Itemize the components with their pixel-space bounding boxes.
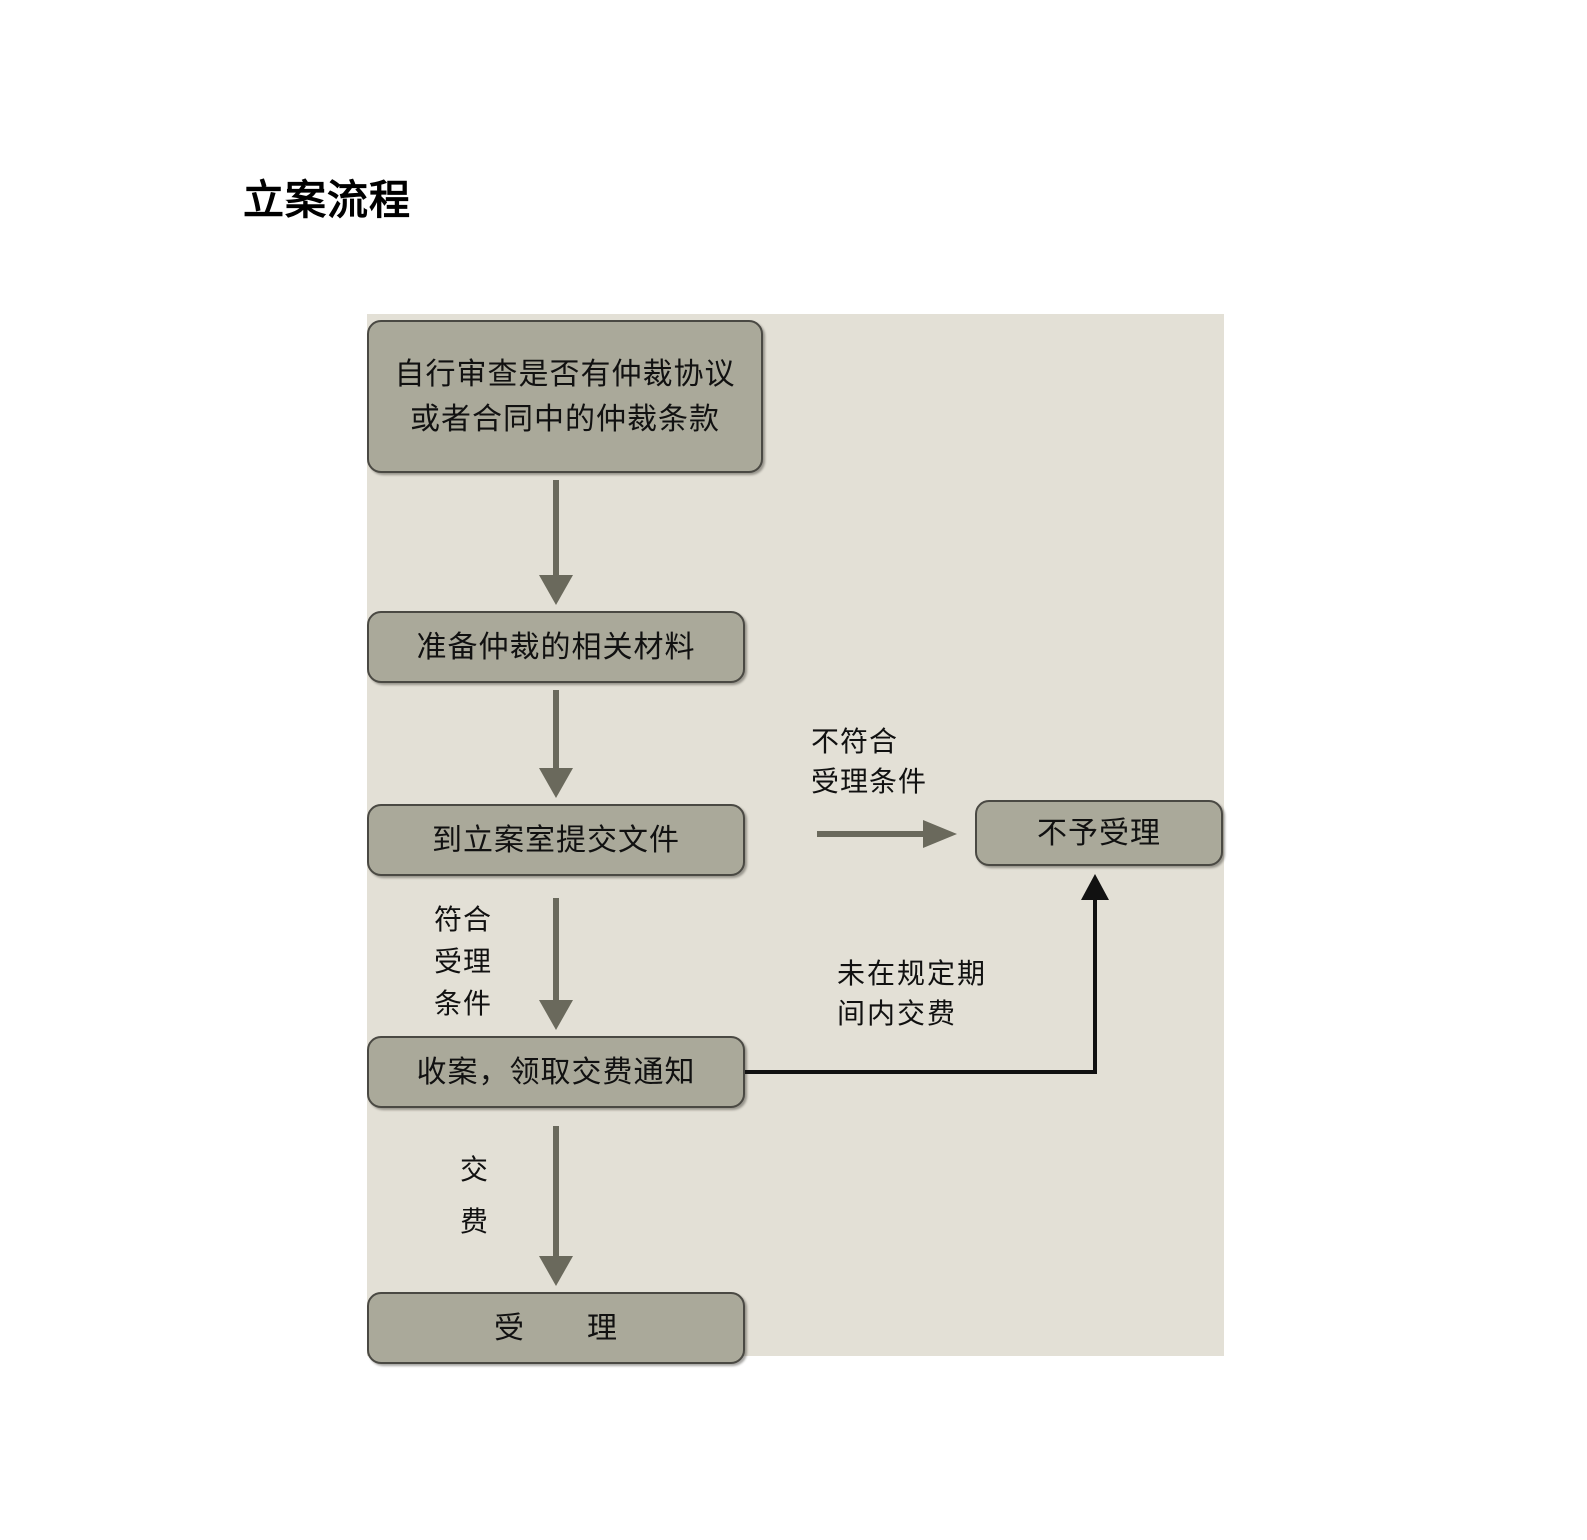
flow-node-receive-case: 收案，领取交费通知 (367, 1036, 745, 1108)
arrow-shaft-vertical (1093, 896, 1097, 1074)
flow-node-accept: 受 理 (367, 1292, 745, 1364)
flow-node-reject: 不予受理 (975, 800, 1223, 866)
arrow-head-right-icon (923, 820, 957, 848)
arrow-shaft (817, 831, 925, 837)
flow-node-prepare-materials: 准备仲裁的相关材料 (367, 611, 745, 683)
edge-label-unpaid-in-time: 未在规定期 间内交费 (837, 957, 988, 1030)
arrow-shaft-horizontal (745, 1070, 1097, 1074)
flow-node-self-review-label: 自行审查是否有仲裁协议 或者合同中的仲裁条款 (394, 356, 736, 437)
edge-label-not-meeting-conditions: 不符合 受理条件 (811, 725, 928, 798)
edge-label-meeting-conditions: 符合 受理 条件 (434, 903, 493, 1020)
flow-node-prepare-materials-label: 准备仲裁的相关材料 (416, 629, 696, 665)
arrow-receive-to-accept (539, 1126, 573, 1286)
arrow-head-down-icon (539, 768, 573, 798)
edge-label-pay-fee: 交 费 (460, 1153, 489, 1238)
arrow-head-down-icon (539, 1000, 573, 1030)
arrow-review-to-prepare (539, 480, 573, 605)
flowchart-canvas: 自行审查是否有仲裁协议 或者合同中的仲裁条款 准备仲裁的相关材料 到立案室提交文… (367, 314, 1224, 1364)
arrow-submit-to-receive (539, 898, 573, 1030)
flow-node-receive-case-label: 收案，领取交费通知 (416, 1054, 696, 1090)
flow-node-submit-documents-label: 到立案室提交文件 (432, 822, 680, 858)
flow-node-submit-documents: 到立案室提交文件 (367, 804, 745, 876)
arrow-shaft (553, 898, 559, 1000)
flow-node-accept-label: 受 理 (494, 1310, 618, 1346)
arrow-submit-to-reject (817, 820, 957, 848)
page-title: 立案流程 (243, 177, 411, 224)
arrow-head-down-icon (539, 1256, 573, 1286)
arrow-prepare-to-submit (539, 690, 573, 798)
arrow-shaft (553, 690, 559, 768)
arrow-receive-to-reject (745, 874, 1109, 1074)
arrow-head-up-icon (1081, 874, 1109, 900)
arrow-head-down-icon (539, 575, 573, 605)
flow-node-reject-label: 不予受理 (1037, 815, 1161, 851)
arrow-shaft (553, 480, 559, 575)
flow-node-self-review: 自行审查是否有仲裁协议 或者合同中的仲裁条款 (367, 320, 763, 473)
arrow-shaft (553, 1126, 559, 1256)
